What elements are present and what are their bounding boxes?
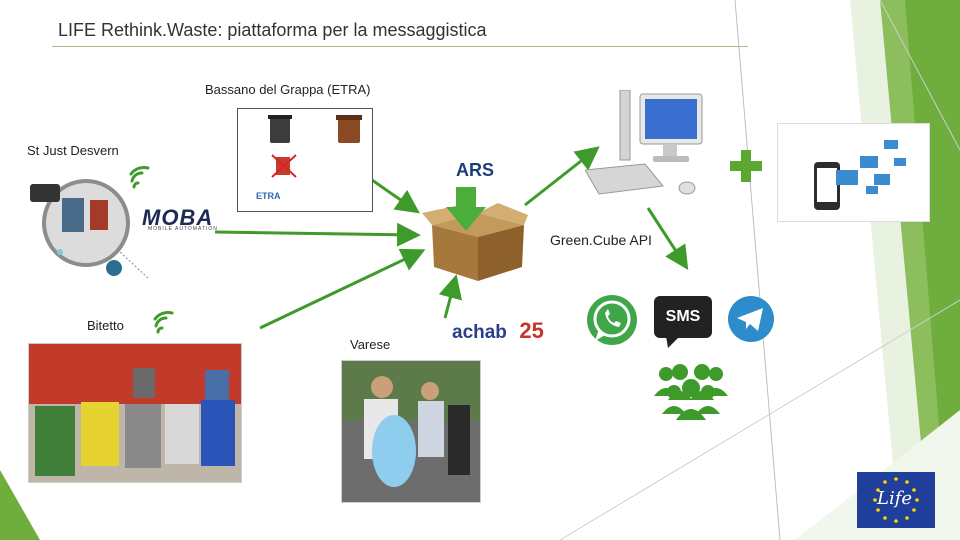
label-bitetto: Bitetto	[87, 318, 124, 333]
slide-title: LIFE Rethink.Waste: piattaforma per la m…	[58, 20, 487, 40]
achab-logo-number: 25	[519, 318, 544, 343]
arrow-computer-to-messaging	[646, 207, 689, 271]
box-icon	[422, 187, 528, 281]
eu-life-logo: Life	[857, 472, 935, 528]
sms-icon: SMS	[654, 296, 712, 338]
achab-logo-text: achab	[452, 322, 507, 343]
label-st-just: St Just Desvern	[27, 143, 119, 158]
plus-icon	[730, 150, 762, 182]
ars-logo: ARS	[456, 160, 495, 180]
eu-flag-icon	[873, 477, 919, 523]
sms-bubble-tail	[666, 336, 680, 348]
wifi-icon	[153, 310, 174, 334]
label-varese: Varese	[350, 337, 391, 352]
life-logo-text: Life	[877, 488, 913, 509]
whatsapp-icon	[587, 295, 637, 345]
arrow-bitetto-to-cube	[259, 248, 426, 330]
achab-logo: achab 25	[452, 318, 544, 344]
telegram-icon	[728, 296, 774, 342]
title-underline	[52, 46, 748, 47]
sms-icon-label: SMS	[665, 308, 701, 325]
phone-messages-panel	[777, 123, 930, 222]
bitetto-photo	[28, 343, 242, 483]
arrow-cube-to-computer	[524, 146, 600, 207]
bassano-bins-panel: ETRA	[237, 108, 373, 212]
varese-photo	[341, 360, 481, 503]
arrow-bassano-to-cube	[371, 178, 420, 214]
label-green-cube-api: Green.Cube API	[550, 232, 652, 248]
envelope-icon	[836, 140, 906, 194]
group-icon	[654, 364, 728, 420]
arrow-achab-to-cube	[438, 274, 463, 319]
moba-device-illustration	[30, 179, 130, 276]
label-bassano: Bassano del Grappa (ETRA)	[205, 82, 371, 97]
arrow-moba-to-cube	[214, 222, 421, 247]
bin-icon: ETRA	[256, 115, 362, 201]
moba-logo-subtitle: MOBILE AUTOMATION	[148, 226, 218, 232]
phone-icon	[814, 140, 906, 210]
etra-logo: ETRA	[256, 191, 281, 201]
wifi-icon	[129, 165, 150, 189]
moba-logo: MOBA	[142, 205, 214, 230]
computer-icon	[585, 90, 703, 195]
